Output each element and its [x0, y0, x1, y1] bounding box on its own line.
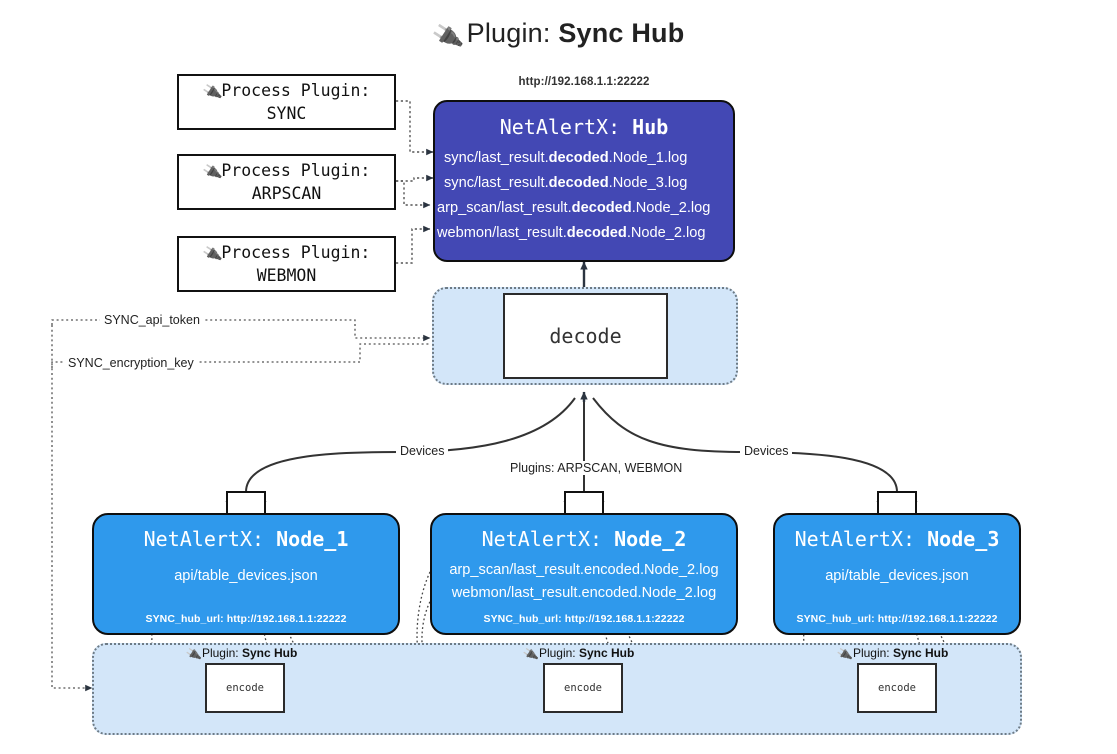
- plug-icon: 🔌: [430, 20, 466, 53]
- node-footer: SYNC_hub_url: http://192.168.1.1:22222: [145, 613, 347, 625]
- secret-label-api-token: SYNC_api_token: [100, 313, 204, 327]
- process-plugin-value: WEBMON: [256, 265, 317, 285]
- hub-log-line: sync/last_result.decoded.Node_3.log: [444, 175, 688, 192]
- hub-box[interactable]: NetAlertX: Hub sync/last_result.decoded.…: [433, 100, 735, 262]
- node-box-node-2[interactable]: NetAlertX: Node_2 arp_scan/last_result.e…: [430, 513, 738, 635]
- page-title-name: Sync Hub: [558, 18, 685, 48]
- hub-log-line: webmon/last_result.decoded.Node_2.log: [437, 225, 706, 242]
- plug-icon: 🔌: [835, 645, 854, 663]
- node-log-line: api/table_devices.json: [174, 568, 318, 584]
- hub-log-line: arp_scan/last_result.decoded.Node_2.log: [437, 200, 711, 217]
- node-footer: SYNC_hub_url: http://192.168.1.1:22222: [796, 613, 998, 625]
- page-title-prefix: Plugin:: [466, 18, 551, 48]
- plug-icon: 🔌: [200, 81, 223, 103]
- hub-url-label: http://192.168.1.1:22222: [518, 76, 650, 88]
- edge-label-devices-left: Devices: [396, 444, 449, 458]
- process-plugin-value: ARPSCAN: [251, 183, 322, 203]
- edge-label-devices-right: Devices: [740, 444, 793, 458]
- hub-title: NetAlertX: Hub: [499, 115, 669, 139]
- node-box-node-1[interactable]: NetAlertX: Node_1 api/table_devices.json…: [92, 513, 400, 635]
- encode-box-node-2[interactable]: encode: [543, 663, 623, 713]
- node-log-line: webmon/last_result.encoded.Node_2.log: [451, 585, 717, 602]
- process-plugin-value: SYNC: [266, 103, 307, 123]
- process-plugin-sync[interactable]: 🔌Process Plugin: SYNC: [177, 74, 396, 130]
- plug-icon: 🔌: [200, 161, 223, 183]
- process-plugin-webmon[interactable]: 🔌Process Plugin: WEBMON: [177, 236, 396, 292]
- page-title: 🔌Plugin: Sync Hub: [0, 18, 1117, 53]
- node-title: NetAlertX: Node_1: [143, 527, 349, 551]
- plug-icon: 🔌: [200, 243, 223, 265]
- process-plugin-label: Process Plugin:: [221, 80, 371, 100]
- node-title: NetAlertX: Node_2: [481, 527, 687, 551]
- node-log-line: api/table_devices.json: [825, 568, 969, 584]
- encoder-plugin-tag: 🔌Plugin: Sync Hub: [184, 645, 298, 663]
- encode-box-node-1[interactable]: encode: [205, 663, 285, 713]
- edge-label-plugins-center: Plugins: ARPSCAN, WEBMON: [506, 461, 687, 475]
- decode-box[interactable]: decode: [503, 293, 668, 379]
- secret-label-encryption-key: SYNC_encryption_key: [64, 356, 198, 370]
- plug-icon: 🔌: [521, 645, 540, 663]
- encoder-plugin-tag: 🔌Plugin: Sync Hub: [521, 645, 635, 663]
- process-plugin-label: Process Plugin:: [221, 160, 371, 180]
- node-footer: SYNC_hub_url: http://192.168.1.1:22222: [483, 613, 685, 625]
- node-log-line: arp_scan/last_result.encoded.Node_2.log: [449, 562, 719, 578]
- process-plugin-label: Process Plugin:: [221, 242, 371, 262]
- process-plugin-arpscan[interactable]: 🔌Process Plugin: ARPSCAN: [177, 154, 396, 210]
- plug-icon: 🔌: [184, 645, 203, 663]
- node-box-node-3[interactable]: NetAlertX: Node_3 api/table_devices.json…: [773, 513, 1021, 635]
- hub-log-line: sync/last_result.decoded.Node_1.log: [444, 150, 688, 166]
- encoder-plugin-tag: 🔌Plugin: Sync Hub: [835, 645, 949, 663]
- node-title: NetAlertX: Node_3: [794, 527, 1000, 551]
- encode-box-node-3[interactable]: encode: [857, 663, 937, 713]
